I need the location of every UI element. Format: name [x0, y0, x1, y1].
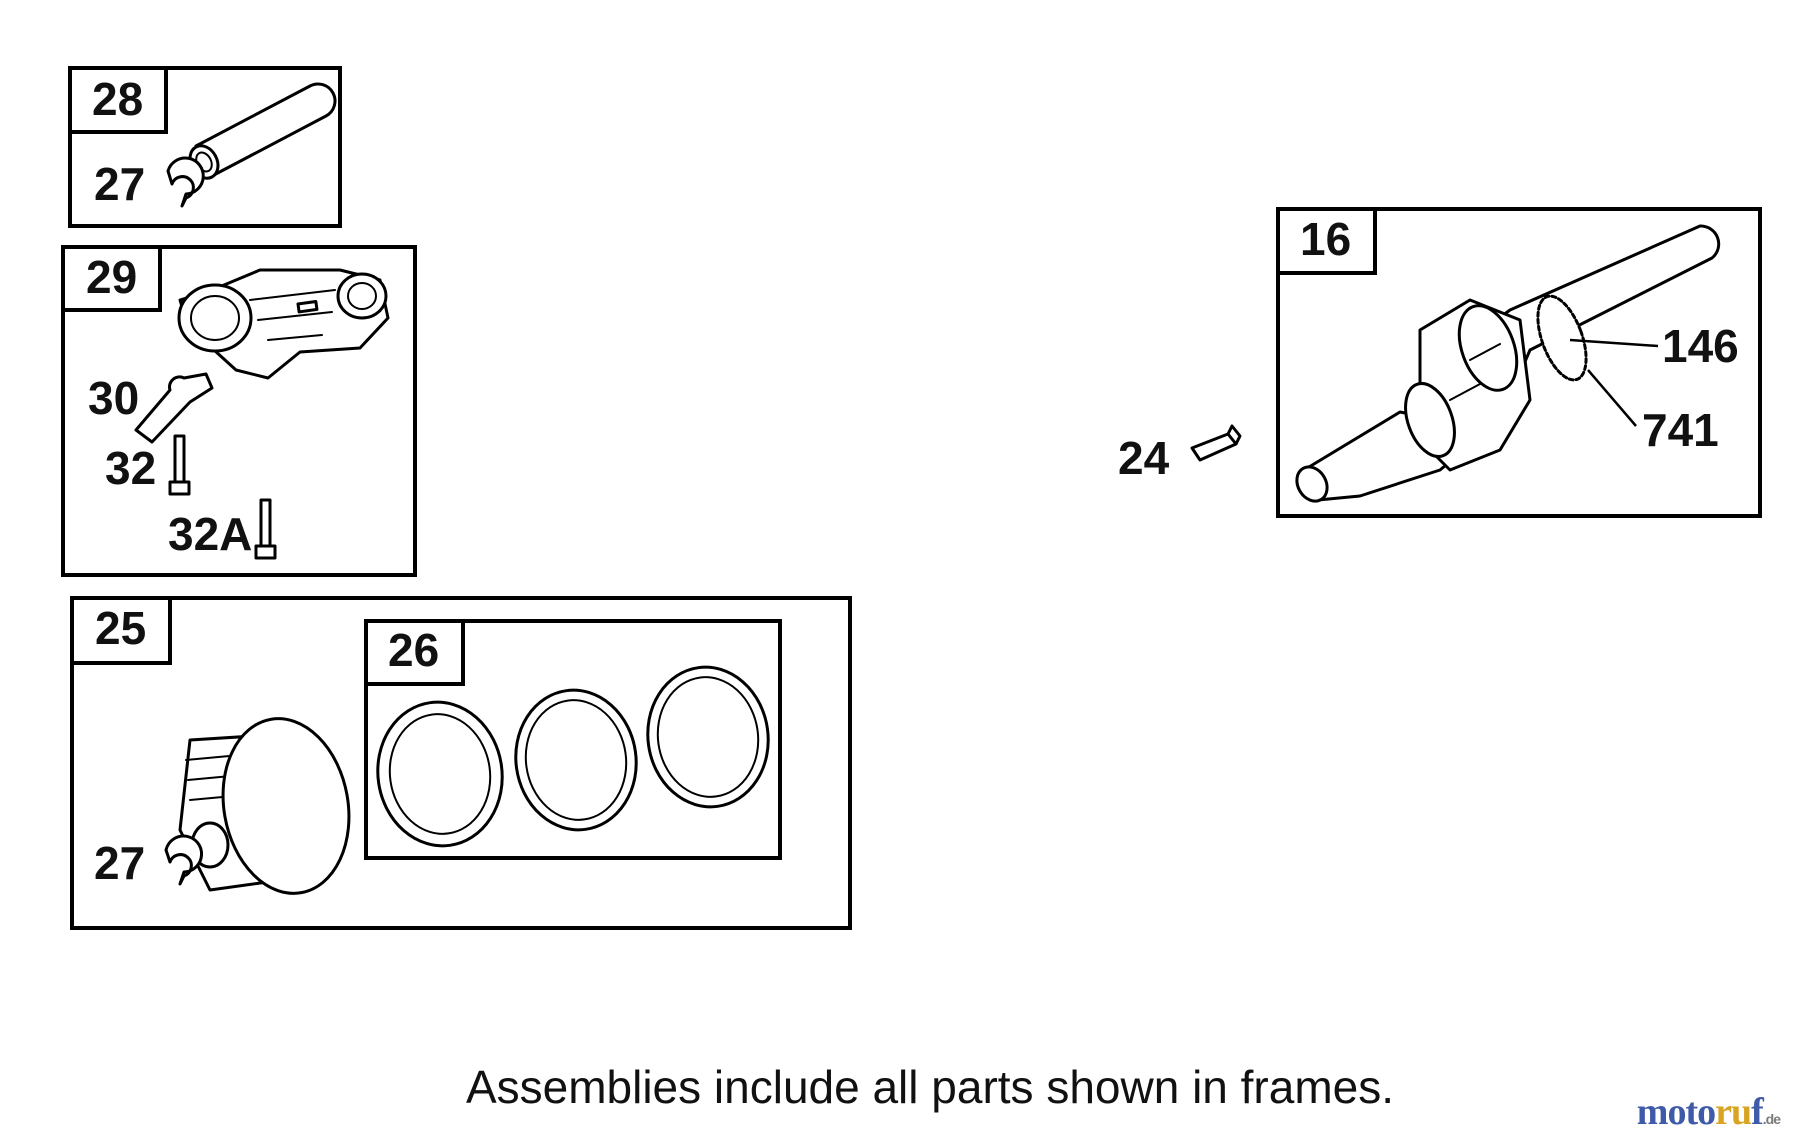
piston-ring-1 — [376, 700, 504, 848]
callout-32a: 32A — [168, 508, 252, 560]
callout-30: 30 — [88, 372, 139, 424]
leader-741 — [1587, 369, 1637, 427]
frame-ring-set: 26 — [364, 619, 782, 860]
leader-146 — [1569, 338, 1659, 348]
frame-piston-pin: 28 27 — [68, 66, 342, 228]
frame-tag-28: 28 — [92, 73, 143, 125]
rod-bolt-32a — [254, 498, 277, 560]
watermark-part-ru: ru — [1715, 1091, 1752, 1133]
callout-27-piston: 27 — [94, 837, 145, 889]
frame-tag-25: 25 — [95, 602, 146, 654]
piston-ring-3 — [646, 665, 770, 809]
connecting-rod — [177, 268, 390, 380]
callout-27-pin: 27 — [94, 158, 145, 210]
frame-connecting-rod: 29 30 32 32A — [61, 245, 417, 577]
site-watermark[interactable]: motoruf.de — [1636, 1090, 1781, 1134]
piston-pin — [188, 82, 337, 180]
callout-32: 32 — [105, 442, 156, 494]
piston — [178, 717, 351, 895]
retaining-ring-icon — [164, 834, 204, 886]
piston-ring-2 — [514, 688, 638, 832]
retaining-ring-icon — [166, 156, 205, 208]
crankshaft-key — [1190, 424, 1242, 462]
watermark-suffix: .de — [1762, 1111, 1781, 1127]
watermark-part-f: f — [1751, 1091, 1764, 1133]
footnote: Assemblies include all parts shown in fr… — [465, 1061, 1395, 1113]
crankshaft — [1295, 224, 1721, 503]
frame-piston-assembly: 25 27 — [70, 596, 852, 930]
watermark-part-moto: moto — [1636, 1091, 1716, 1133]
oil-dipper — [134, 372, 214, 444]
frame-tag-29: 29 — [86, 251, 137, 303]
frame-tag-16: 16 — [1300, 213, 1351, 265]
callout-146: 146 — [1662, 320, 1739, 372]
callout-741: 741 — [1642, 404, 1719, 456]
frame-tag-26: 26 — [388, 624, 439, 676]
callout-24: 24 — [1118, 432, 1170, 484]
rod-bolt-32 — [168, 434, 191, 496]
frame-crankshaft: 16 146 741 — [1276, 207, 1762, 518]
